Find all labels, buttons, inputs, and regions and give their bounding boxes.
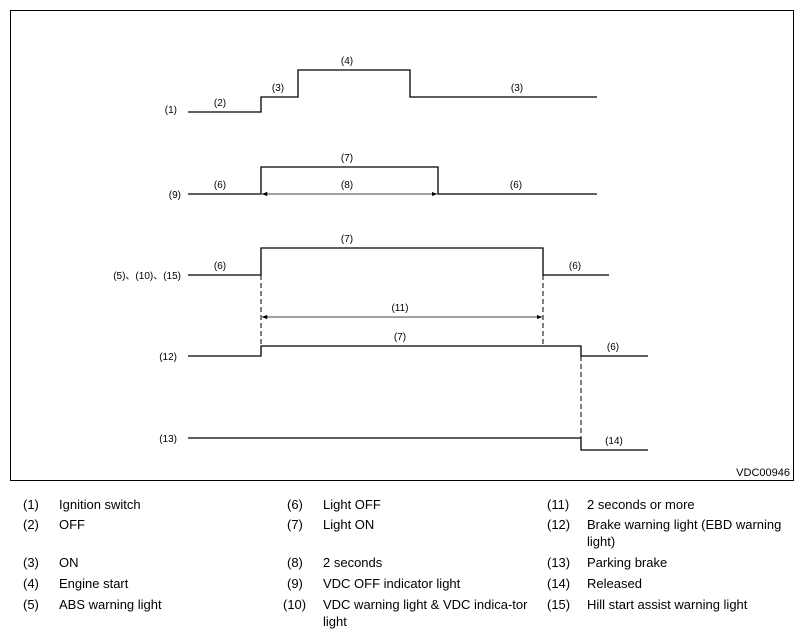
legend-text-12: Brake warning light (EBD warning light) xyxy=(587,517,782,549)
callout-parking-released: (14) xyxy=(605,436,623,447)
legend-text-11: 2 seconds or more xyxy=(587,497,695,512)
legend-text-1: Ignition switch xyxy=(59,497,141,512)
legend-text-4: Engine start xyxy=(59,576,129,591)
legend-num-1: (1) xyxy=(23,497,39,512)
legend-num-14: (14) xyxy=(547,576,571,591)
legend-text-6: Light OFF xyxy=(323,497,381,512)
legend-text-8: 2 seconds xyxy=(323,555,383,570)
legend-num-5: (5) xyxy=(23,597,39,612)
callout-brake-off-after: (6) xyxy=(607,342,619,353)
legend-num-4: (4) xyxy=(23,576,39,591)
legend-num-13: (13) xyxy=(547,555,571,570)
legend-num-9: (9) xyxy=(287,576,303,591)
row-label-brake: (12) xyxy=(159,352,177,363)
callout-vdc-on: (7) xyxy=(341,153,353,164)
legend-text-9: VDC OFF indicator light xyxy=(323,576,461,591)
timing-diagram: (1) (2) (3) (4) (3) (9) (6) (7) (8) (6) … xyxy=(10,10,794,481)
callout-brake-on: (7) xyxy=(394,332,406,343)
callout-abs-off-before: (6) xyxy=(214,261,226,272)
callout-ignition-on-1: (3) xyxy=(272,83,284,94)
legend-num-10: (10) xyxy=(283,597,307,612)
legend-num-7: (7) xyxy=(287,517,303,532)
row-label-parking: (13) xyxy=(159,434,177,445)
row-label-vdc-off: (9) xyxy=(169,190,181,201)
vdc-off-signal-line xyxy=(188,166,597,195)
parking-signal-line xyxy=(188,437,648,451)
diagram-frame xyxy=(10,10,794,481)
brake-signal-line xyxy=(188,345,648,357)
legend-text-14: Released xyxy=(587,576,642,591)
legend-text-10: VDC warning light & VDC indica-tor light xyxy=(323,597,528,629)
callout-vdc-off-before: (6) xyxy=(214,180,226,191)
legend-num-6: (6) xyxy=(287,497,303,512)
legend-num-12: (12) xyxy=(547,517,571,532)
legend-num-3: (3) xyxy=(23,555,39,570)
figure-id: VDC00946 xyxy=(736,467,790,479)
legend-num-2: (2) xyxy=(23,517,39,532)
legend-text-7: Light ON xyxy=(323,517,375,532)
legend: (1) Ignition switch (2) OFF (3) ON (4) E… xyxy=(0,494,804,634)
legend-num-15: (15) xyxy=(547,597,571,612)
callout-vdc-duration: (8) xyxy=(341,180,353,191)
callout-abs-on: (7) xyxy=(341,234,353,245)
callout-ignition-start: (4) xyxy=(341,56,353,67)
callout-vdc-off-after: (6) xyxy=(510,180,522,191)
callout-abs-duration: (11) xyxy=(391,303,408,314)
callout-abs-off-after: (6) xyxy=(569,261,581,272)
legend-text-13: Parking brake xyxy=(587,555,668,570)
callout-ignition-on-2: (3) xyxy=(511,83,523,94)
legend-text-15: Hill start assist warning light xyxy=(587,597,748,612)
legend-num-8: (8) xyxy=(287,555,303,570)
legend-num-11: (11) xyxy=(547,497,570,512)
ignition-signal-line xyxy=(188,69,597,113)
row-label-ignition: (1) xyxy=(165,105,177,116)
row-label-abs-group: (5)、(10)、(15) xyxy=(113,271,181,282)
legend-text-2: OFF xyxy=(59,517,85,532)
abs-group-signal-line xyxy=(188,247,609,276)
legend-text-5: ABS warning light xyxy=(59,597,162,612)
legend-text-3: ON xyxy=(59,555,79,570)
callout-ignition-off: (2) xyxy=(214,98,226,109)
